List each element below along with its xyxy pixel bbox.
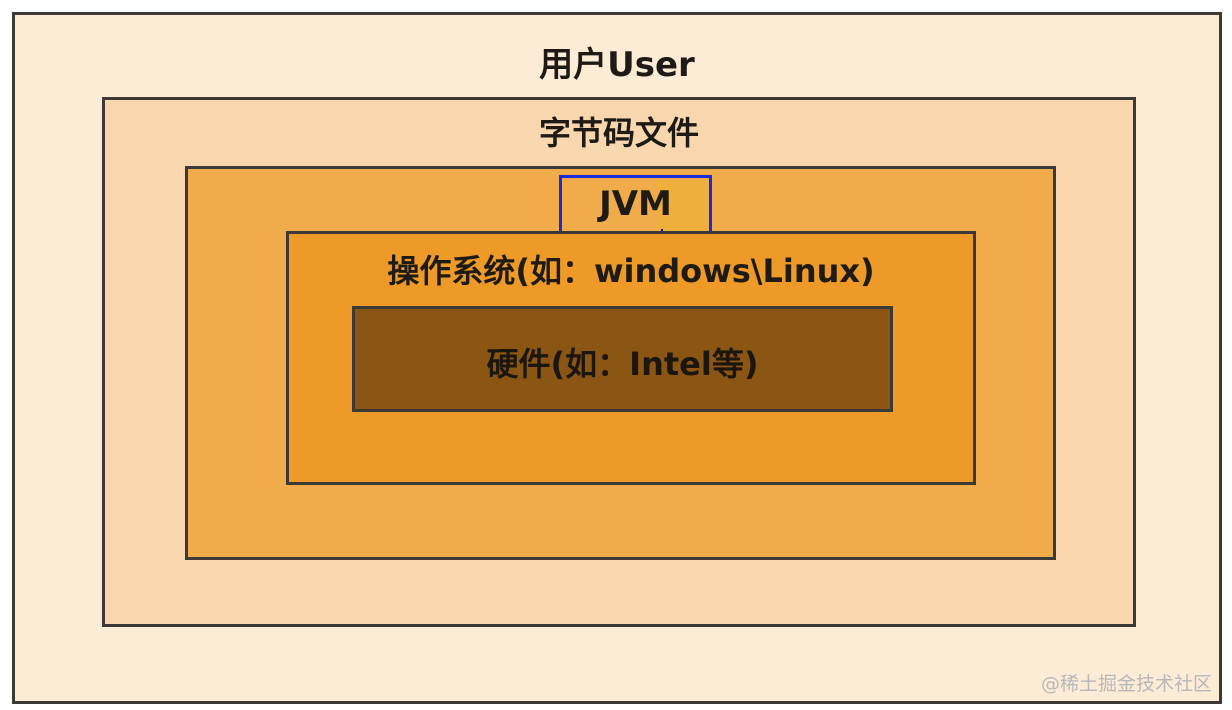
layer-os: 操作系统(如：windows\Linux) 硬件(如：Intel等) <box>286 231 976 485</box>
layer-os-label: 操作系统(如：windows\Linux) <box>387 252 875 290</box>
layer-user-label: 用户User <box>539 45 695 85</box>
layer-jvm: JVM 操作系统(如：windows\Linux) 硬件(如：Intel等) <box>185 166 1056 560</box>
jvm-selection-box[interactable]: JVM <box>559 175 712 235</box>
layer-hardware-label: 硬件(如：Intel等) <box>486 345 759 383</box>
jvm-selection-fill <box>658 181 706 231</box>
layer-user: 用户User 字节码文件 JVM 操作系统(如：windows\Linux) 硬… <box>12 12 1222 704</box>
layer-hardware: 硬件(如：Intel等) <box>352 306 893 412</box>
layer-bytecode-label: 字节码文件 <box>538 114 699 152</box>
layer-jvm-label: JVM <box>599 184 672 224</box>
watermark: @稀土掘金技术社区 <box>1040 673 1212 695</box>
layer-bytecode: 字节码文件 JVM 操作系统(如：windows\Linux) 硬件(如：Int… <box>102 97 1136 627</box>
